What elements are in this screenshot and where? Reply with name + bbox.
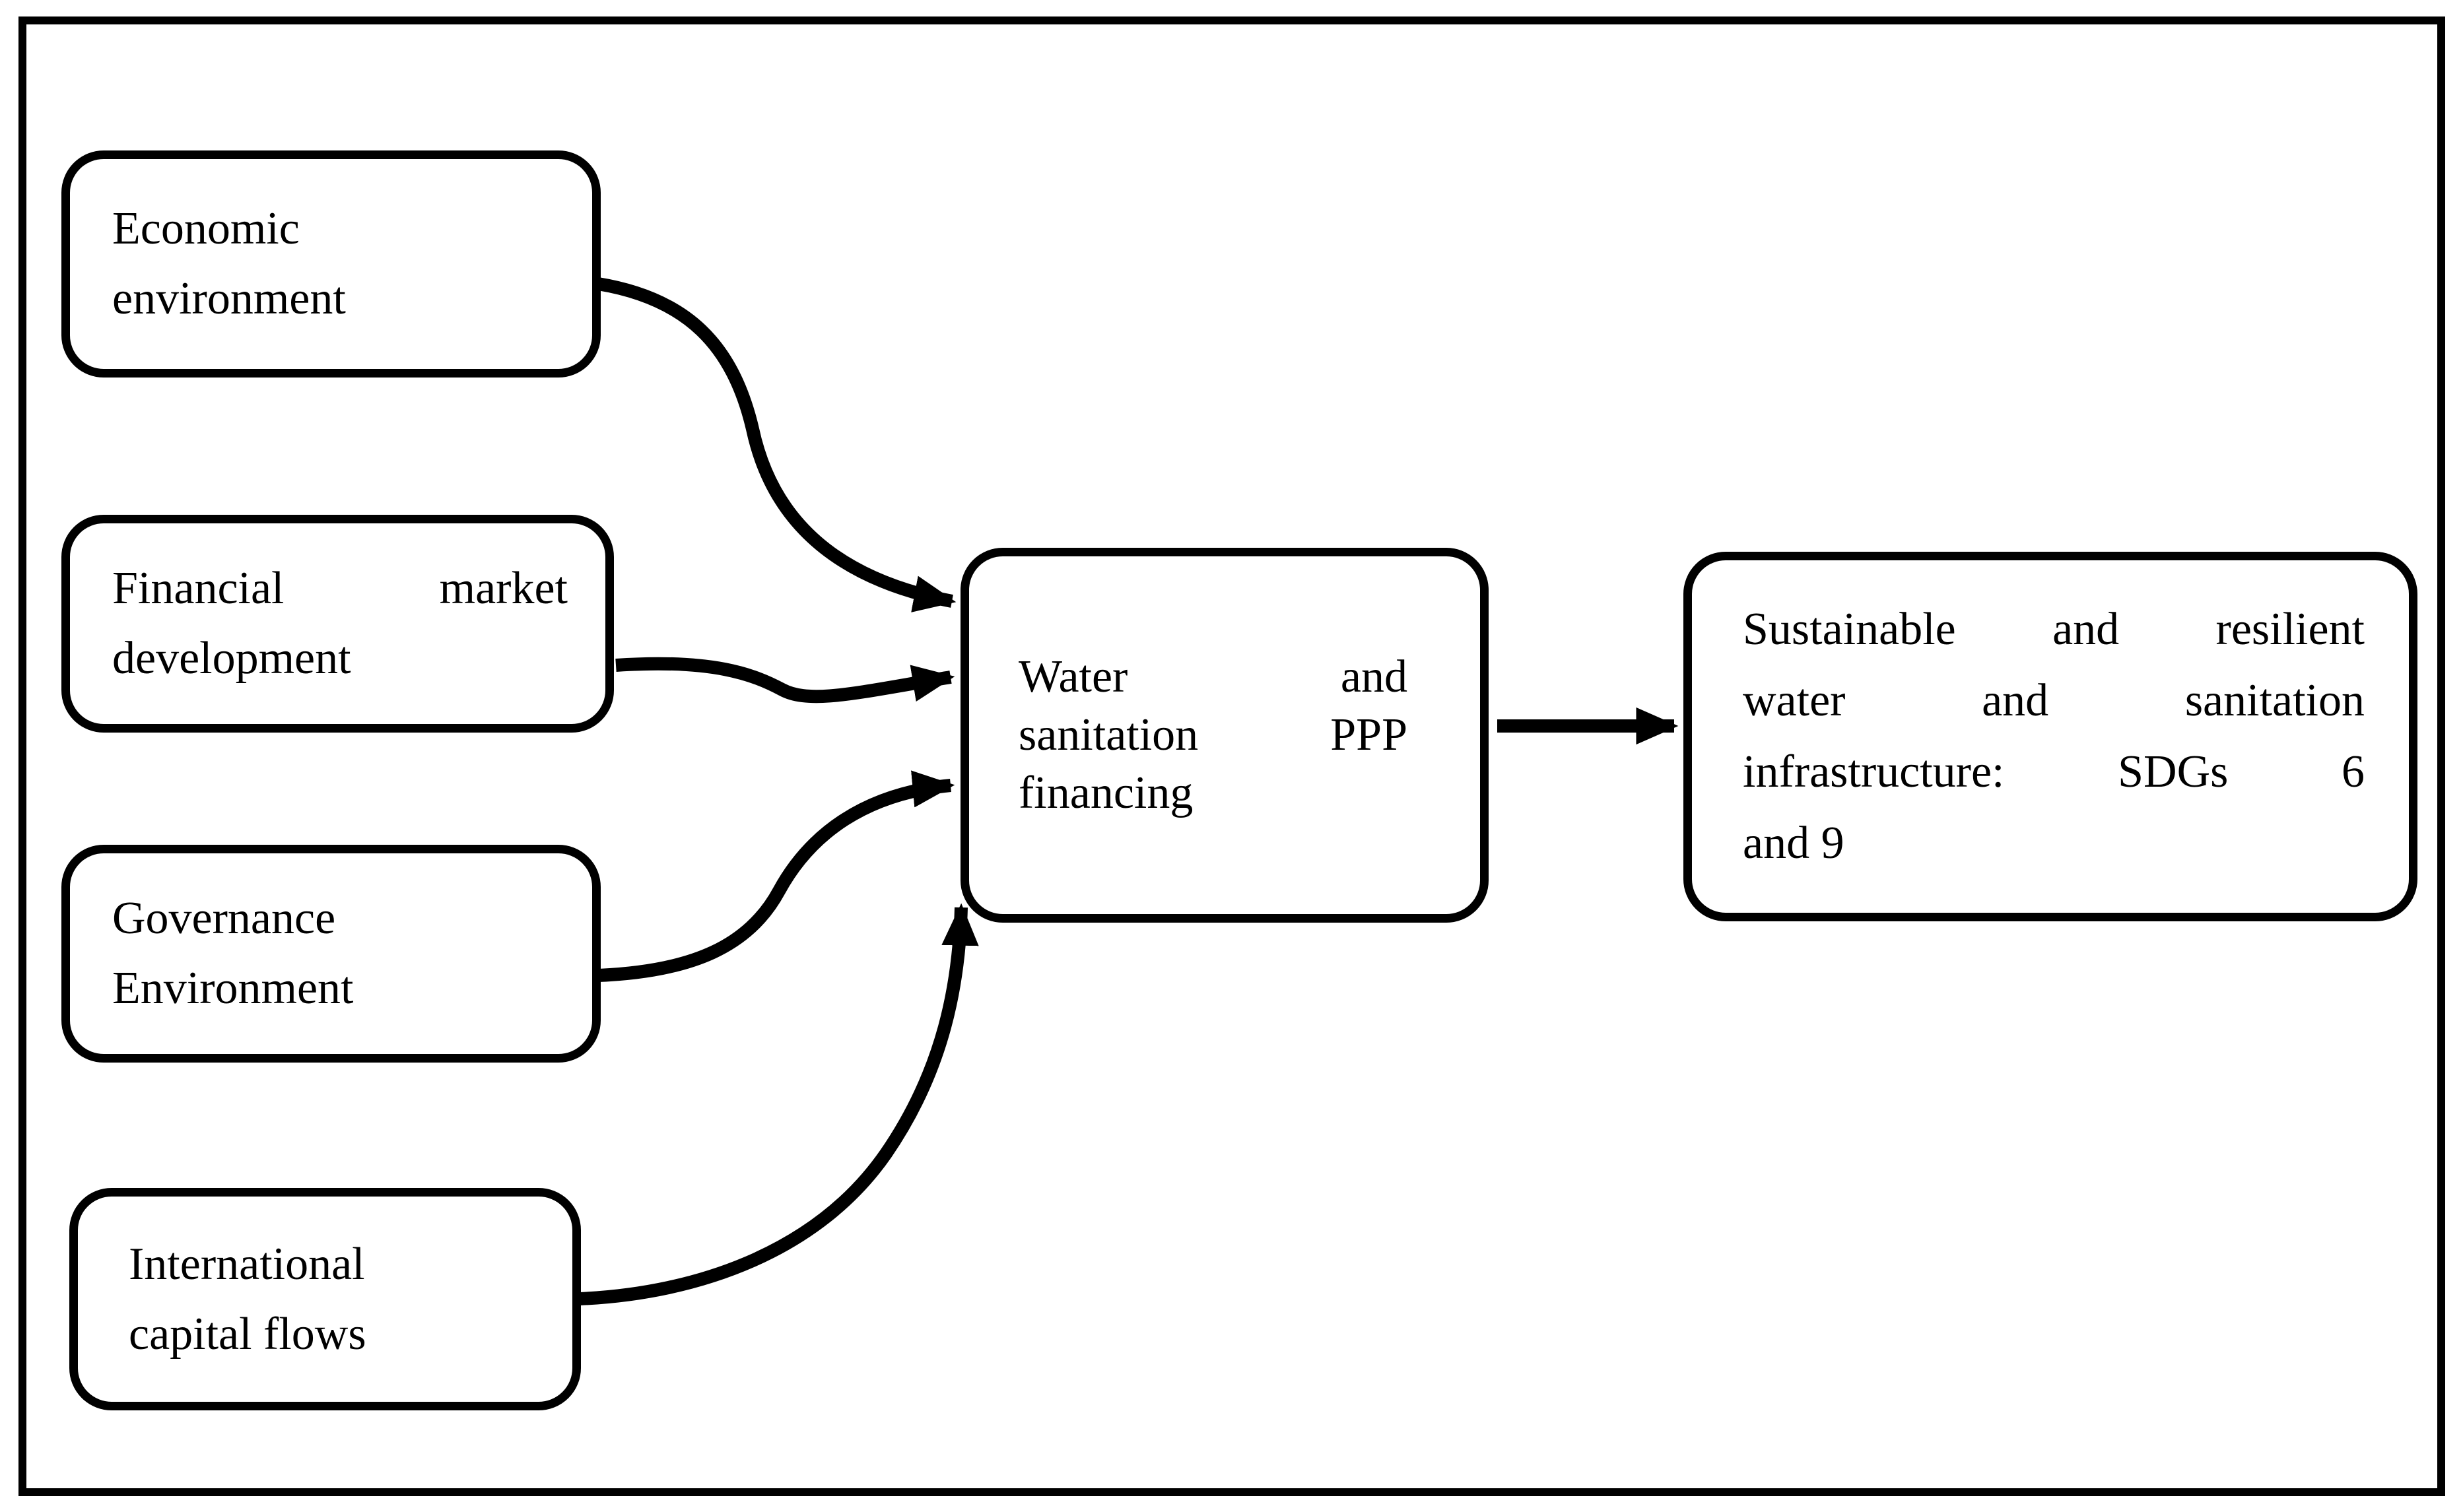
text-line: infrastructure: SDGs 6 [1743, 746, 2365, 797]
text-line: sanitation PPP [1019, 709, 1407, 760]
text-line: Sustainable and resilient [1743, 604, 2365, 655]
text-line: water and sanitation [1743, 675, 2365, 726]
text-line: environment [112, 273, 346, 324]
box-international-capital-flows: International capital flows [69, 1188, 581, 1410]
text-line: Economic [112, 203, 300, 254]
text-line: capital flows [129, 1308, 366, 1360]
box-water-sanitation-ppp-financing: Water and sanitation PPP financing [961, 548, 1489, 923]
box-economic-environment: Economic environment [61, 150, 601, 378]
text-line: Financial market [112, 563, 568, 614]
text-line: development [112, 633, 351, 684]
text-line: financing [1019, 768, 1194, 818]
text-line: Governance [112, 893, 336, 944]
text-line: and 9 [1743, 818, 1844, 869]
text-line: Environment [112, 963, 354, 1014]
text-line: Water and [1019, 651, 1407, 702]
text-line: International [129, 1238, 365, 1290]
box-financial-market-development: Financial market development [61, 515, 614, 733]
box-sustainable-infrastructure: Sustainable and resilient water and sanit… [1683, 552, 2417, 921]
